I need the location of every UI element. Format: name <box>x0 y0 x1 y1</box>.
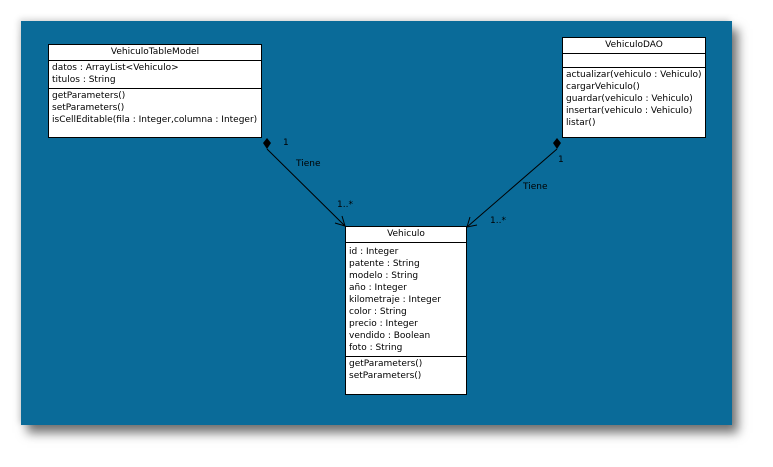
class-name: VehiculoTableModel <box>49 45 261 61</box>
operation: actualizar(vehiculo : Vehiculo) <box>566 70 702 80</box>
operations-section: getParameters() setParameters() isCellEd… <box>49 89 261 128</box>
class-vehiculo-dao: VehiculoDAO actualizar(vehiculo : Vehicu… <box>562 37 706 138</box>
attribute: titulos : String <box>52 75 116 85</box>
operation: setParameters() <box>52 103 125 113</box>
operation: getParameters() <box>52 91 126 101</box>
operation: cargarVehiculo() <box>566 82 640 92</box>
class-name: Vehiculo <box>346 227 466 243</box>
operation: isCellEditable(fila : Integer,columna : … <box>52 115 258 125</box>
operation: setParameters() <box>349 371 422 381</box>
class-name: VehiculoDAO <box>563 38 705 54</box>
operation: guardar(vehiculo : Vehiculo) <box>566 94 693 104</box>
class-vehiculo: Vehiculo id : Integer patente : String m… <box>345 226 467 395</box>
attribute: id : Integer <box>349 247 399 257</box>
operations-section: getParameters() setParameters() <box>346 357 466 384</box>
attribute: precio : Integer <box>349 319 418 329</box>
attribute: kilometraje : Integer <box>349 295 441 305</box>
attributes-section: id : Integer patente : String modelo : S… <box>346 243 466 357</box>
class-vehiculo-table-model: VehiculoTableModel datos : ArrayList<Veh… <box>48 44 262 138</box>
operations-section: actualizar(vehiculo : Vehiculo) cargarVe… <box>563 68 705 131</box>
attribute: color : String <box>349 307 407 317</box>
operation: getParameters() <box>349 359 423 369</box>
operation: insertar(vehiculo : Vehiculo) <box>566 106 693 116</box>
attribute: vendido : Boolean <box>349 331 431 341</box>
attribute: datos : ArrayList<Vehiculo> <box>52 63 179 73</box>
attributes-section <box>563 54 705 68</box>
attribute: foto : String <box>349 343 403 353</box>
attribute: año : Integer <box>349 283 407 293</box>
operation: listar() <box>566 118 596 128</box>
attributes-section: datos : ArrayList<Vehiculo> titulos : St… <box>49 61 261 89</box>
attribute: patente : String <box>349 259 420 269</box>
attribute: modelo : String <box>349 271 419 281</box>
